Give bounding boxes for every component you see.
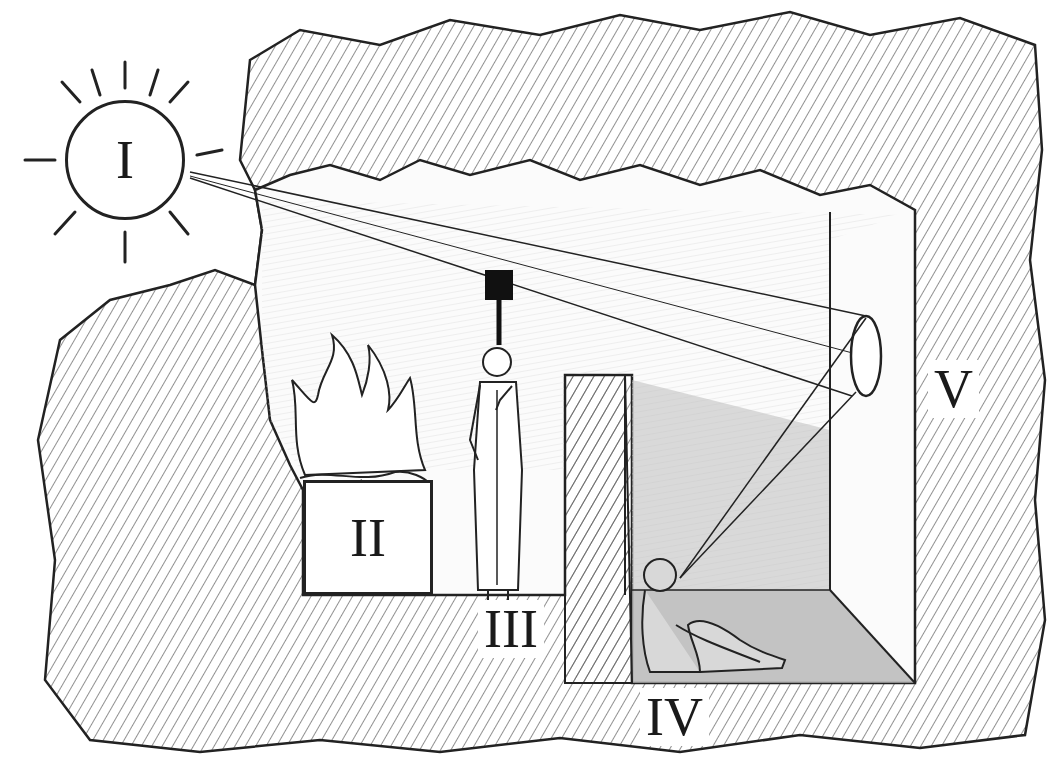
sun-circle: I <box>65 100 185 220</box>
low-wall <box>565 375 632 683</box>
cave-interior <box>255 160 915 683</box>
sun-rays <box>25 62 222 262</box>
projection-ellipse <box>851 316 881 396</box>
sight-line <box>680 318 866 578</box>
wall-edge <box>829 212 831 590</box>
light-beam <box>190 172 866 316</box>
sight-line <box>680 392 856 578</box>
part-numeral: II <box>350 511 386 565</box>
prisoner-figure <box>642 559 785 672</box>
wall-edge <box>830 590 915 683</box>
puppet-object <box>485 270 513 300</box>
low-wall-edge <box>624 375 626 595</box>
puppet-stick <box>497 300 502 345</box>
light-beam <box>190 176 860 355</box>
fire-pedestal: II <box>303 480 433 595</box>
part-label: IV <box>640 688 709 746</box>
fire-flames <box>292 335 425 475</box>
part-label: V <box>928 360 979 418</box>
light-beam <box>190 178 852 396</box>
part-label: III <box>478 600 544 658</box>
shadow-area <box>632 380 915 683</box>
rock-outline <box>38 12 1045 752</box>
part-numeral: I <box>116 133 134 187</box>
floor-area <box>632 590 915 683</box>
carrier-figure <box>470 348 522 600</box>
